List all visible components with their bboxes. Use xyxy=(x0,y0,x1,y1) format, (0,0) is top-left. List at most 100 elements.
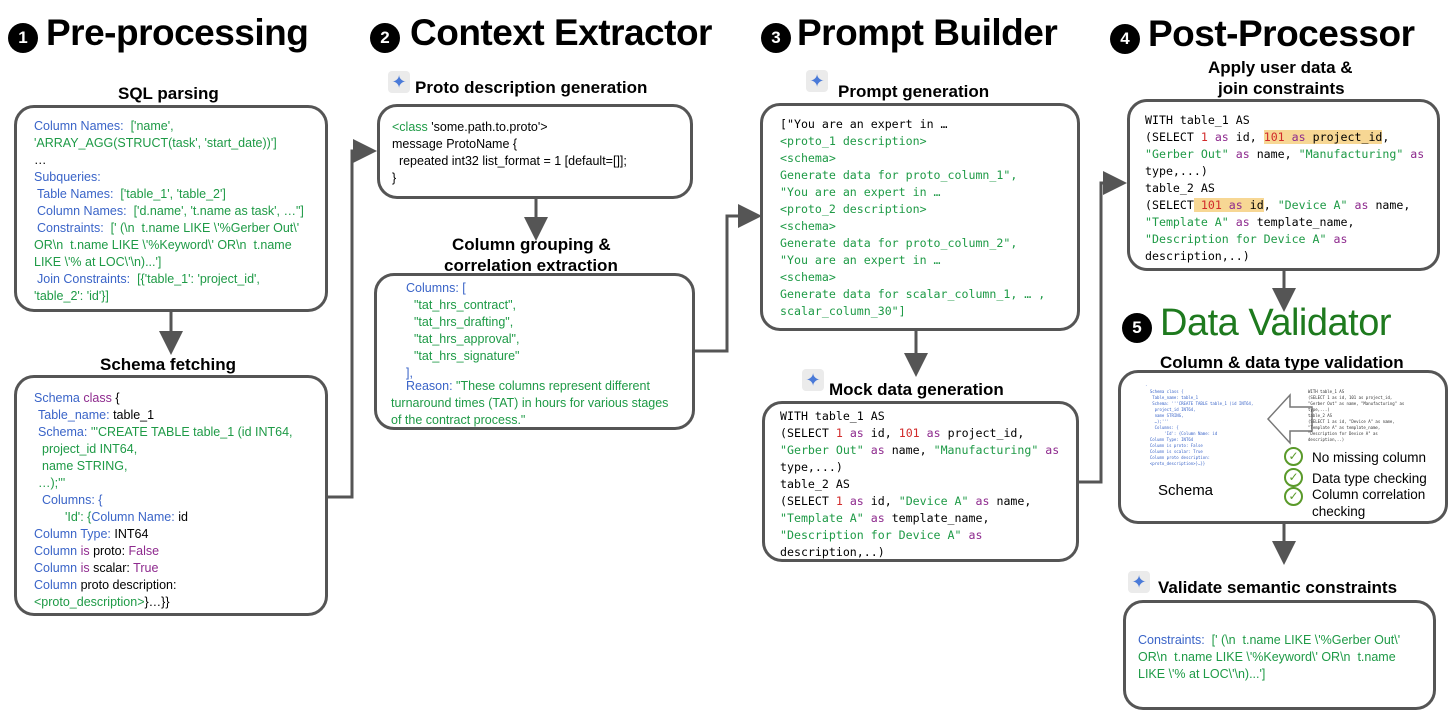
column-names-value-2: 'ARRAY_AGG(STRUCT(task', 'start_date))'] xyxy=(34,136,277,150)
semantic-constraints-box: Constraints: [' (\n t.name LIKE \'%Gerbe… xyxy=(1123,600,1436,710)
check-no-missing-column: No missing column xyxy=(1312,450,1427,465)
section-title-proto-description: Proto description generation xyxy=(415,78,648,97)
section-title-correlation-extraction: correlation extraction xyxy=(444,256,618,275)
constraints-value-2: OR\n t.name LIKE \'%Keyword\' OR\n t.nam… xyxy=(34,238,292,252)
section-title-column-type-validation: Column & data type validation xyxy=(1160,353,1404,372)
repeated-field: repeated int32 list_format = 1 [default=… xyxy=(392,154,627,168)
constraints-value-3: LIKE \'% at LOC\'\n)...'] xyxy=(1138,667,1266,681)
sql-with: WITH table_1 AS xyxy=(780,409,885,423)
column-name-label: Column Name: xyxy=(91,510,175,524)
schema-word: Schema xyxy=(34,391,80,405)
mock-data-box: WITH table_1 AS (SELECT 1 as id, 101 as … xyxy=(762,401,1079,562)
columns-close: ], xyxy=(406,366,413,380)
arrow-mock-to-apply xyxy=(1079,171,1127,484)
schema-box: Schema class { Table_name: table_1 Schem… xyxy=(14,375,328,616)
column-tat-signature: "tat_hrs_signature" xyxy=(414,349,520,363)
step-number-5: 5 xyxy=(1122,313,1152,343)
prompt-line-5: "You are an expert in … xyxy=(780,185,941,199)
prompt-line-1: ["You are an expert in … xyxy=(780,117,948,131)
arrow-grouping-to-prompt xyxy=(694,204,762,353)
step-title-prompt-builder: Prompt Builder xyxy=(797,12,1058,53)
step-title-context-extractor: Context Extractor xyxy=(410,12,712,53)
check-icon: ✓ xyxy=(1284,447,1303,466)
step-number-3: 3 xyxy=(761,23,791,53)
constraints-value-3: LIKE \'% at LOC\'\n)...'] xyxy=(34,255,162,269)
table-names-value: ['table_1', 'table_2'] xyxy=(120,187,226,201)
section-title-mock-data: Mock data generation xyxy=(829,380,1004,399)
prompt-generation-box: ["You are an expert in … <proto_1 descri… xyxy=(760,103,1080,331)
sql-thumbnail: WITH table_1 AS (SELECT 1 as id, 101 as … xyxy=(1308,389,1405,442)
section-title-apply-user-data: Apply user data & xyxy=(1208,58,1353,77)
data-validator-box: · Schema class { Table_name: table_1 Sch… xyxy=(1118,370,1448,524)
column-tat-approval: "tat_hrs_approval", xyxy=(414,332,520,346)
step-title-post-processor: Post-Processor xyxy=(1148,13,1415,54)
prompt-line-6: <proto_2 description> xyxy=(780,202,927,216)
table-names-label: Table Names: xyxy=(37,187,114,201)
scalar-label: scalar: xyxy=(93,561,130,575)
reason-text-1: "These columns represent different xyxy=(456,379,650,393)
schema-ddl-3: name STRING, xyxy=(42,459,128,473)
step-number-1: 1 xyxy=(8,23,38,53)
reason-text-3: of the contract process." xyxy=(391,413,526,427)
check-icon: ✓ xyxy=(1284,468,1303,487)
column-names-2-label: Column Names: xyxy=(37,204,127,218)
closing-brace: } xyxy=(392,171,397,185)
ellipsis: … xyxy=(34,153,47,167)
column-word: Column xyxy=(34,561,78,575)
constraints-value-2: OR\n t.name LIKE \'%Keyword\' OR\n t.nam… xyxy=(1138,650,1396,664)
check-column-correlation: Column correlation xyxy=(1312,487,1426,502)
step-title-data-validator: Data Validator xyxy=(1160,302,1391,344)
proto-description-box: <class 'some.path.to.proto'> message Pro… xyxy=(377,104,693,199)
column-type-label: Column Type: xyxy=(34,527,111,541)
proto-description-label: proto description: xyxy=(80,578,177,592)
sparkle-icon: ✦ xyxy=(802,369,824,391)
brace: { xyxy=(115,391,120,405)
constraints-value-1: [' (\n t.name LIKE \'%Gerber Out\' xyxy=(110,221,300,235)
check-data-type: Data type checking xyxy=(1312,471,1427,486)
proto-description-value: <proto_description> xyxy=(34,595,145,609)
columns-label: Columns: { xyxy=(42,493,103,507)
column-tat-contract: "tat_hrs_contract", xyxy=(414,298,516,312)
step-title-preprocessing: Pre-processing xyxy=(46,12,309,53)
class-path: 'some.path.to.proto'> xyxy=(431,120,548,134)
left-arrow-icon xyxy=(1266,393,1313,445)
subqueries-label: Subqueries: xyxy=(34,170,101,184)
prompt-line-12: scalar_column_30"] xyxy=(780,304,906,318)
schema-ddl-2: project_id INT64, xyxy=(42,442,138,456)
closing-braces: }…}} xyxy=(144,595,170,609)
check-column-correlation-2: checking xyxy=(1312,504,1366,519)
schema-ddl-4: …);''' xyxy=(38,476,66,490)
section-title-join-constraints: join constraints xyxy=(1218,79,1345,98)
column-word: Column xyxy=(34,544,78,558)
prompt-line-10: <schema> xyxy=(780,270,836,284)
prompt-line-11: Generate data for scalar_column_1, … , xyxy=(780,287,1046,301)
step-number-2: 2 xyxy=(370,23,400,53)
schema-thumbnail: · Schema class { Table_name: table_1 Sch… xyxy=(1145,383,1254,466)
column-id-key: 'Id': { xyxy=(65,510,92,524)
sql-parsing-box: Column Names: ['name', 'ARRAY_AGG(STRUCT… xyxy=(14,105,328,312)
section-title-sql-parsing: SQL parsing xyxy=(118,84,219,103)
class-tag: <class xyxy=(392,120,428,134)
constraints-label: Constraints: xyxy=(37,221,104,235)
class-keyword: class xyxy=(83,391,112,405)
column-names-2-value: ['d.name', 't.name as task', …"] xyxy=(133,204,304,218)
arrow-schema-to-proto xyxy=(327,139,377,499)
section-title-schema-fetching: Schema fetching xyxy=(100,355,237,374)
constraints-value-1: [' (\n t.name LIKE \'%Gerber Out\' xyxy=(1211,633,1401,647)
columns-label: Columns: [ xyxy=(406,281,466,295)
check-icon: ✓ xyxy=(1284,487,1303,506)
column-names-value: ['name', xyxy=(130,119,174,133)
column-names-label: Column Names: xyxy=(34,119,124,133)
column-name-value: id xyxy=(178,510,188,524)
is-keyword: is xyxy=(80,544,90,558)
message-decl: message ProtoName { xyxy=(392,137,518,151)
prompt-line-8: Generate data for proto_column_2", xyxy=(780,236,1018,250)
join-constraints-label: Join Constraints: xyxy=(37,272,131,286)
prompt-line-7: <schema> xyxy=(780,219,836,233)
sparkle-icon: ✦ xyxy=(388,71,410,93)
apply-user-data-box: WITH table_1 AS (SELECT 1 as id, 101 as … xyxy=(1127,99,1440,271)
scalar-value: True xyxy=(133,561,159,575)
schema-ddl-1: '''CREATE TABLE table_1 (id INT64, xyxy=(90,425,293,439)
reason-text-2: turnaround times (TAT) in hours for vari… xyxy=(391,396,669,410)
